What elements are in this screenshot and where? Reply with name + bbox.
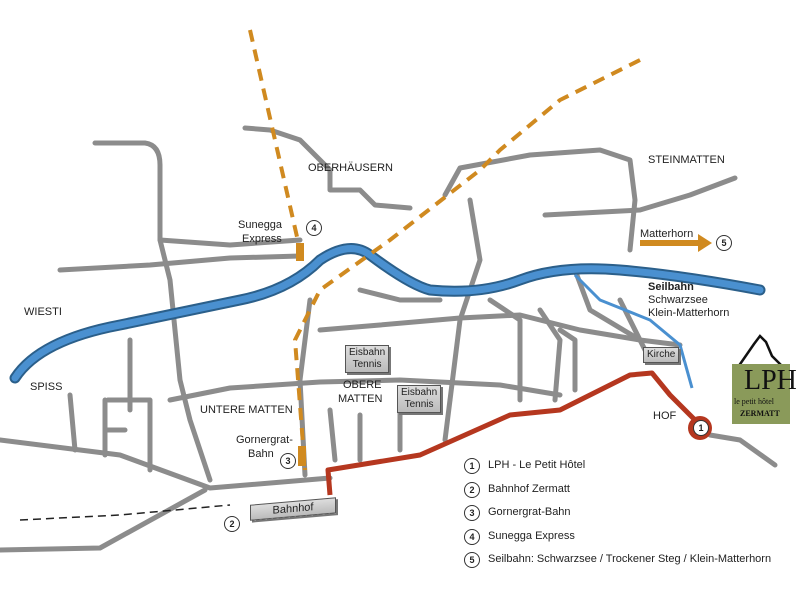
railway (19, 504, 231, 521)
legend-number: 5 (464, 552, 480, 568)
label-sunegga-2: Express (242, 233, 282, 245)
marker-1[interactable]: 1 (693, 420, 709, 436)
marker-2[interactable]: 2 (224, 516, 240, 532)
river (11, 245, 764, 382)
district-obere-1: OBERE (343, 379, 382, 391)
legend-number: 1 (464, 458, 480, 474)
legend-number: 3 (464, 505, 480, 521)
district-obere-2: MATTEN (338, 393, 383, 405)
box-text: Eisbahn (349, 347, 386, 358)
box-text: Eisbahn (401, 387, 438, 398)
hotel-logo: LPH le petit hôtel ZERMATT (732, 332, 797, 424)
label-sunegga-1: Sunegga (238, 219, 283, 231)
marker-3[interactable]: 3 (280, 453, 296, 469)
label-gornergrat-2: Bahn (248, 448, 274, 460)
cable-lines (248, 29, 641, 471)
label-seilbahn: Seilbahn (648, 281, 694, 293)
box-text: Tennis (404, 399, 434, 410)
district-hof: HOF (653, 410, 677, 422)
box-text: Tennis (352, 359, 382, 370)
gornergrat-station (298, 446, 306, 466)
legend-text: Seilbahn: Schwarzsee / Trockener Steg / … (488, 553, 772, 565)
marker-5[interactable]: 5 (716, 235, 732, 251)
stream (573, 273, 694, 389)
district-steinmatten: STEINMATTEN (648, 154, 725, 166)
district-spiss: SPISS (30, 381, 63, 393)
box-text: Bahnhof (272, 501, 314, 517)
district-oberhaeusern: OBERHÄUSERN (308, 162, 393, 174)
legend-number: 4 (464, 528, 480, 545)
label-gornergrat-1: Gornergrat- (236, 434, 293, 446)
kirche-box: Kirche (643, 347, 680, 363)
label-klein-matterhorn: Klein-Matterhorn (648, 307, 730, 319)
roads (0, 125, 778, 553)
sunegga-station (296, 243, 304, 261)
district-wiesti: WIESTI (24, 306, 62, 318)
label-matterhorn: Matterhorn (640, 228, 694, 240)
logo-title: LPH (744, 365, 797, 396)
legend-text: LPH - Le Petit Hôtel (488, 459, 586, 471)
box-text: Kirche (647, 349, 676, 360)
route-to-hotel (325, 370, 702, 496)
matterhorn-icon (734, 334, 787, 371)
arrow-head-icon (698, 234, 712, 252)
marker-4[interactable]: 4 (306, 220, 322, 236)
logo-town: ZERMATT (740, 409, 780, 418)
legend-text: Gornergrat-Bahn (488, 506, 571, 518)
district-untere-matten: UNTERE MATTEN (200, 404, 293, 416)
legend-number: 2 (464, 481, 480, 498)
legend-text: Bahnhof Zermatt (488, 482, 570, 495)
label-schwarzsee: Schwarzsee (648, 294, 708, 306)
logo-background (732, 364, 790, 424)
logo-subtitle: le petit hôtel (734, 397, 774, 406)
legend-text: Sunegga Express (488, 529, 575, 542)
